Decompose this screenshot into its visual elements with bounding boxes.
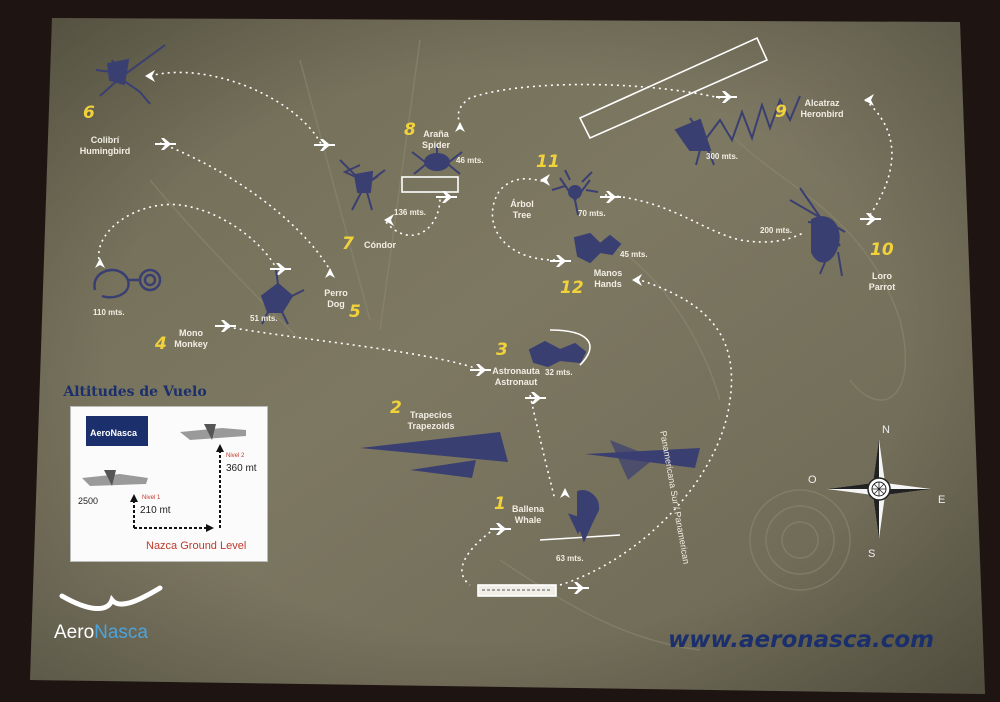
distance-4: 110 mts. [93, 308, 125, 317]
ground-level-label: Nazca Ground Level [146, 540, 247, 552]
hands-glyph [573, 232, 622, 264]
distance-9: 300 mts. [706, 152, 739, 161]
altitudes-title: Altitudes de Vuelo [63, 384, 207, 400]
flight-route [97, 71, 893, 586]
compass-o: O [808, 474, 817, 486]
dog-glyph [260, 269, 305, 325]
compass-e: E [938, 494, 946, 506]
stop-number-9: 9 [775, 102, 787, 122]
compass-rose [827, 439, 931, 539]
stop-number-7: 7 [342, 234, 354, 254]
level1-label: Nivel 1 [142, 495, 161, 501]
distance-3: 32 mts. [545, 368, 573, 377]
stop-number-4: 4 [155, 334, 167, 354]
plane-markers [155, 91, 881, 594]
whale-glyph [568, 490, 600, 543]
route-arrows [95, 70, 874, 498]
stop-number-1: 1 [494, 494, 506, 514]
stop-label-7: Cóndor [364, 240, 396, 250]
level1-altitude: 210 mt [140, 505, 171, 516]
compass-s: S [868, 548, 876, 560]
geoglyph-figures [93, 44, 846, 543]
stop-number-12: 12 [560, 278, 584, 298]
stop-number-10: 10 [870, 240, 894, 260]
astronaut-glyph [528, 340, 587, 368]
distance-1: 63 mts. [556, 554, 584, 563]
distance-10: 200 mts. [760, 226, 793, 235]
level2-altitude: 360 mt [226, 463, 257, 474]
hummingbird-glyph [95, 44, 166, 105]
tree-glyph [551, 169, 599, 216]
level2-label: Nivel 2 [226, 453, 245, 459]
heronbird-glyph [674, 95, 801, 166]
spider-glyph [411, 146, 463, 175]
distance-5: 51 mts. [250, 314, 278, 323]
distance-12: 45 mts. [620, 250, 648, 259]
compass-n: N [882, 424, 890, 436]
monkey-glyph [93, 268, 162, 299]
card-logo-text: AeroNasca [90, 428, 138, 438]
trapezoid-glyphs [360, 432, 700, 480]
faint-geoglyphs [149, 39, 907, 651]
stop-number-6: 6 [83, 103, 95, 123]
stop-number-11: 11 [536, 152, 560, 172]
distance-7: 136 mts. [394, 208, 427, 217]
condor-glyph [339, 159, 386, 211]
stop-number-5: 5 [349, 302, 361, 322]
distance-11: 70 mts. [578, 209, 606, 218]
brand-logo: AeroNasca [54, 622, 148, 643]
stop-number-2: 2 [390, 398, 402, 418]
distance-8: 46 mts. [456, 156, 484, 165]
parrot-glyph [789, 187, 846, 277]
stop-number-3: 3 [496, 340, 508, 360]
stop-number-8: 8 [404, 120, 416, 140]
brand-swoosh [59, 585, 163, 611]
plane-label: 2500 [78, 496, 99, 506]
website-url[interactable]: www.aeronasca.com [668, 627, 935, 653]
